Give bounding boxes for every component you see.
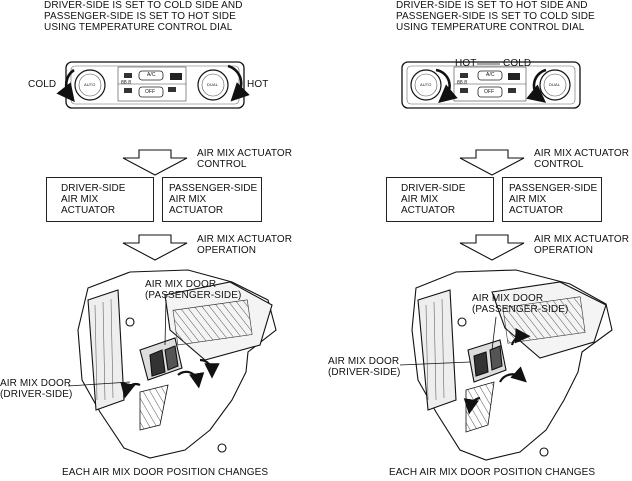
right-center-ac-text: A/C (486, 72, 495, 78)
left-door-driver-label: AIR MIX DOOR (DRIVER-SIDE) (0, 378, 73, 400)
left-cold-label: COLD (28, 79, 57, 90)
left-step2-label: AIR MIX ACTUATOR OPERATION (197, 234, 293, 256)
hvac-unit-left (67, 269, 277, 459)
left-center-off-text: OFF (145, 89, 156, 95)
right-driver-actuator-box: DRIVER-SIDE AIR MIX ACTUATOR (386, 177, 494, 222)
driver-door-swing-arrow-right (463, 396, 481, 415)
right-passenger-actuator-box: PASSENGER-SIDE AIR MIX ACTUATOR (502, 177, 602, 222)
right-step2-label: AIR MIX ACTUATOR OPERATION (534, 234, 630, 256)
passenger-door-swing-arrow-right (510, 328, 531, 346)
cold-rotation-arrow-right (526, 68, 547, 103)
right-dial-dual-text: DUAL (549, 82, 561, 87)
left-center-ac-text: A/C (147, 72, 156, 78)
flow-arrow-2-right (459, 234, 525, 261)
hvac-unit-right (399, 269, 613, 461)
right-hot-label: HOT (455, 58, 477, 69)
right-heading: DRIVER-SIDE IS SET TO HOT SIDE AND PASSE… (396, 0, 595, 33)
control-panel-right (401, 61, 581, 109)
driver-door-swing-arrow-left (120, 381, 141, 399)
right-step1-label: AIR MIX ACTUATOR CONTROL (534, 148, 630, 170)
hot-rotation-arrow-right (435, 68, 458, 104)
left-temp-readout: 88.8 (121, 80, 132, 86)
left-dial-auto-text: AUTO (84, 82, 96, 87)
right-door-driver-label: AIR MIX DOOR (DRIVER-SIDE) (328, 356, 401, 378)
cold-rotation-arrow-left (56, 68, 75, 103)
right-footer: EACH AIR MIX DOOR POSITION CHANGES (389, 467, 596, 478)
left-hot-label: HOT (247, 79, 269, 90)
left-dial-dual-text: DUAL (207, 82, 219, 87)
left-footer: EACH AIR MIX DOOR POSITION CHANGES (62, 467, 269, 478)
control-panel-left (56, 61, 250, 109)
hot-rotation-arrow-left (227, 64, 250, 102)
passenger-door-swing-arrow-left (177, 370, 205, 389)
driver-temp-dial-left (74, 69, 106, 101)
left-step1-label: AIR MIX ACTUATOR CONTROL (197, 148, 293, 170)
right-dial-auto-text: AUTO (420, 82, 432, 87)
left-driver-actuator-box: DRIVER-SIDE AIR MIX ACTUATOR (46, 177, 154, 222)
right-center-off-text: OFF (484, 89, 495, 95)
flow-arrow-2-left (122, 234, 188, 261)
left-passenger-actuator-box: PASSENGER-SIDE AIR MIX ACTUATOR (162, 177, 262, 222)
right-temp-readout: 88.8 (457, 80, 468, 86)
right-door-passenger-label: AIR MIX DOOR (PASSENGER-SIDE) (472, 293, 569, 315)
flow-arrow-1-right (459, 149, 525, 176)
right-cold-label: COLD (503, 58, 532, 69)
passenger-temp-dial-left (197, 69, 229, 101)
flow-arrow-1-left (122, 149, 188, 176)
left-door-passenger-label: AIR MIX DOOR (PASSENGER-SIDE) (145, 279, 242, 301)
left-heading: DRIVER-SIDE IS SET TO COLD SIDE AND PASS… (44, 0, 243, 33)
